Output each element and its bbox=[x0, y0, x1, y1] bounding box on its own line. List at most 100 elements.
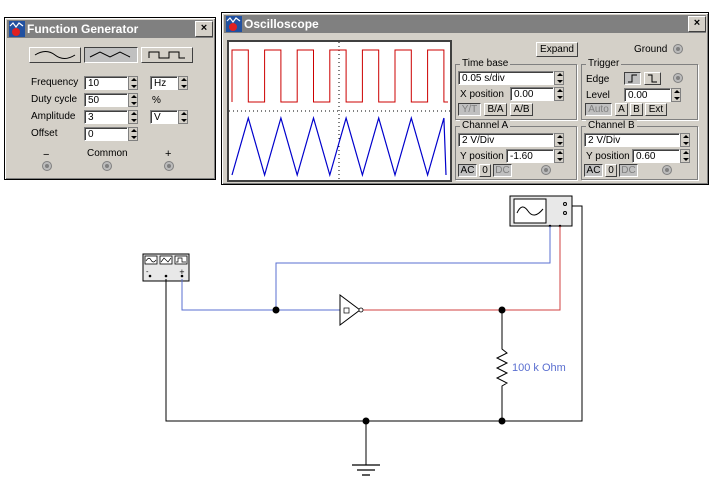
oscilloscope-symbol[interactable] bbox=[509, 195, 573, 228]
square-wave-trace bbox=[231, 49, 448, 103]
channel-a-ac-button[interactable]: AC bbox=[458, 164, 477, 177]
oscilloscope-window: Oscilloscope × Expand Ground Time base 0… bbox=[221, 12, 709, 185]
amplitude-unit-spinner[interactable] bbox=[178, 110, 188, 124]
ground-terminal[interactable] bbox=[673, 44, 683, 54]
function-generator-symbol[interactable]: - + bbox=[142, 253, 190, 282]
minus-terminal-label: − bbox=[43, 149, 50, 161]
common-terminal[interactable] bbox=[102, 161, 112, 171]
triangle-wave-icon bbox=[89, 51, 131, 58]
channel-b-ac-button[interactable]: AC bbox=[584, 164, 603, 177]
frequency-label: Frequency bbox=[31, 77, 79, 88]
rising-edge-icon bbox=[628, 74, 637, 83]
plus-terminal[interactable] bbox=[164, 161, 174, 171]
channel-a-ypos-input[interactable]: -1.60 bbox=[506, 149, 554, 163]
triangle-wave-trace bbox=[231, 115, 447, 178]
amplitude-input[interactable]: 3 bbox=[84, 110, 128, 124]
channel-b-terminal[interactable] bbox=[662, 165, 672, 175]
expand-button[interactable]: Expand bbox=[536, 42, 578, 57]
ground-label: Ground bbox=[634, 44, 668, 55]
offset-input[interactable]: 0 bbox=[84, 127, 128, 141]
oscilloscope-titlebar[interactable]: Oscilloscope bbox=[224, 15, 706, 33]
frequency-unit-select[interactable]: Hz bbox=[150, 76, 178, 90]
trigger-b-button[interactable]: B bbox=[630, 103, 643, 116]
window-title: Oscilloscope bbox=[244, 17, 319, 31]
mode-ab-button[interactable]: A/B bbox=[510, 103, 533, 116]
timebase-group: Time base bbox=[455, 58, 577, 120]
channel-a-scale-spinner[interactable] bbox=[554, 133, 564, 147]
falling-edge-icon bbox=[648, 74, 657, 83]
duty-cycle-input[interactable]: 50 bbox=[84, 93, 128, 107]
resistor[interactable] bbox=[495, 345, 509, 390]
frequency-spinner[interactable] bbox=[128, 76, 138, 90]
svg-text:-: - bbox=[146, 268, 149, 276]
square-wave-icon bbox=[148, 51, 185, 59]
trigger-a-button[interactable]: A bbox=[615, 103, 628, 116]
amplitude-label: Amplitude bbox=[31, 111, 76, 122]
square-wave-button[interactable] bbox=[141, 47, 193, 63]
channel-a-scale-input[interactable]: 2 V/Div bbox=[458, 133, 554, 147]
channel-a-ypos-spinner[interactable] bbox=[554, 149, 564, 163]
level-input[interactable]: 0.00 bbox=[624, 88, 671, 102]
x-position-input[interactable]: 0.00 bbox=[510, 87, 554, 101]
channel-b-ypos-input[interactable]: 0.60 bbox=[632, 149, 680, 163]
close-button[interactable]: × bbox=[688, 16, 706, 32]
trigger-title: Trigger bbox=[586, 58, 622, 69]
ground-icon bbox=[352, 464, 380, 476]
trigger-ext-button[interactable]: Ext bbox=[645, 103, 667, 116]
level-spinner[interactable] bbox=[671, 88, 681, 102]
falling-edge-button[interactable] bbox=[644, 72, 661, 85]
duty-cycle-spinner[interactable] bbox=[128, 93, 138, 107]
duty-cycle-label: Duty cycle bbox=[31, 94, 78, 105]
triangle-wave-button[interactable] bbox=[84, 47, 138, 63]
rising-edge-button[interactable] bbox=[624, 72, 641, 85]
channel-b-zero-button[interactable]: 0 bbox=[605, 164, 617, 177]
timebase-title: Time base bbox=[460, 58, 511, 69]
frequency-unit-spinner[interactable] bbox=[178, 76, 188, 90]
app-icon bbox=[226, 16, 242, 32]
trigger-auto-button[interactable]: Auto bbox=[585, 103, 612, 116]
level-label: Level bbox=[586, 90, 610, 101]
close-button[interactable]: × bbox=[195, 21, 213, 37]
sine-wave-icon bbox=[34, 51, 76, 59]
mode-ba-button[interactable]: B/A bbox=[484, 103, 507, 116]
timebase-input[interactable]: 0.05 s/div bbox=[458, 71, 554, 85]
x-position-label: X position bbox=[460, 89, 504, 100]
channel-a-dc-button[interactable]: DC bbox=[493, 164, 512, 177]
channel-b-ypos-label: Y position bbox=[586, 151, 630, 162]
duty-cycle-unit: % bbox=[152, 95, 161, 106]
channel-b-scale-input[interactable]: 2 V/Div bbox=[584, 133, 680, 147]
channel-b-group: Channel B bbox=[581, 120, 698, 180]
timebase-spinner[interactable] bbox=[554, 71, 564, 85]
frequency-input[interactable]: 10 bbox=[84, 76, 128, 90]
buffer-gate[interactable] bbox=[339, 294, 364, 326]
trigger-group: Trigger bbox=[581, 58, 698, 120]
app-icon bbox=[9, 21, 25, 37]
common-terminal-label: Common bbox=[87, 148, 128, 159]
scope-display bbox=[227, 40, 452, 182]
window-title: Function Generator bbox=[27, 22, 139, 36]
channel-b-title: Channel B bbox=[586, 120, 637, 131]
amplitude-unit-select[interactable]: V bbox=[150, 110, 178, 124]
channel-a-zero-button[interactable]: 0 bbox=[479, 164, 491, 177]
edge-label: Edge bbox=[586, 74, 610, 85]
resistor-label: 100 k Ohm bbox=[512, 362, 566, 374]
svg-text:+: + bbox=[179, 268, 185, 276]
minus-terminal[interactable] bbox=[42, 161, 52, 171]
function-generator-window: Function Generator × Frequency 10 Hz Dut… bbox=[4, 17, 216, 180]
offset-spinner[interactable] bbox=[128, 127, 138, 141]
channel-a-terminal[interactable] bbox=[541, 165, 551, 175]
plus-terminal-label: + bbox=[165, 148, 172, 160]
mode-yt-button[interactable]: Y/T bbox=[458, 103, 481, 116]
external-trigger-terminal[interactable] bbox=[673, 73, 683, 83]
channel-a-group: Channel A bbox=[455, 120, 577, 180]
function-generator-titlebar[interactable]: Function Generator bbox=[7, 20, 213, 38]
channel-a-ypos-label: Y position bbox=[460, 151, 504, 162]
amplitude-spinner[interactable] bbox=[128, 110, 138, 124]
channel-a-title: Channel A bbox=[460, 120, 511, 131]
sine-wave-button[interactable] bbox=[29, 47, 81, 63]
x-position-spinner[interactable] bbox=[554, 87, 564, 101]
channel-b-ypos-spinner[interactable] bbox=[680, 149, 690, 163]
offset-label: Offset bbox=[31, 128, 58, 139]
channel-b-dc-button[interactable]: DC bbox=[619, 164, 638, 177]
channel-b-scale-spinner[interactable] bbox=[680, 133, 690, 147]
